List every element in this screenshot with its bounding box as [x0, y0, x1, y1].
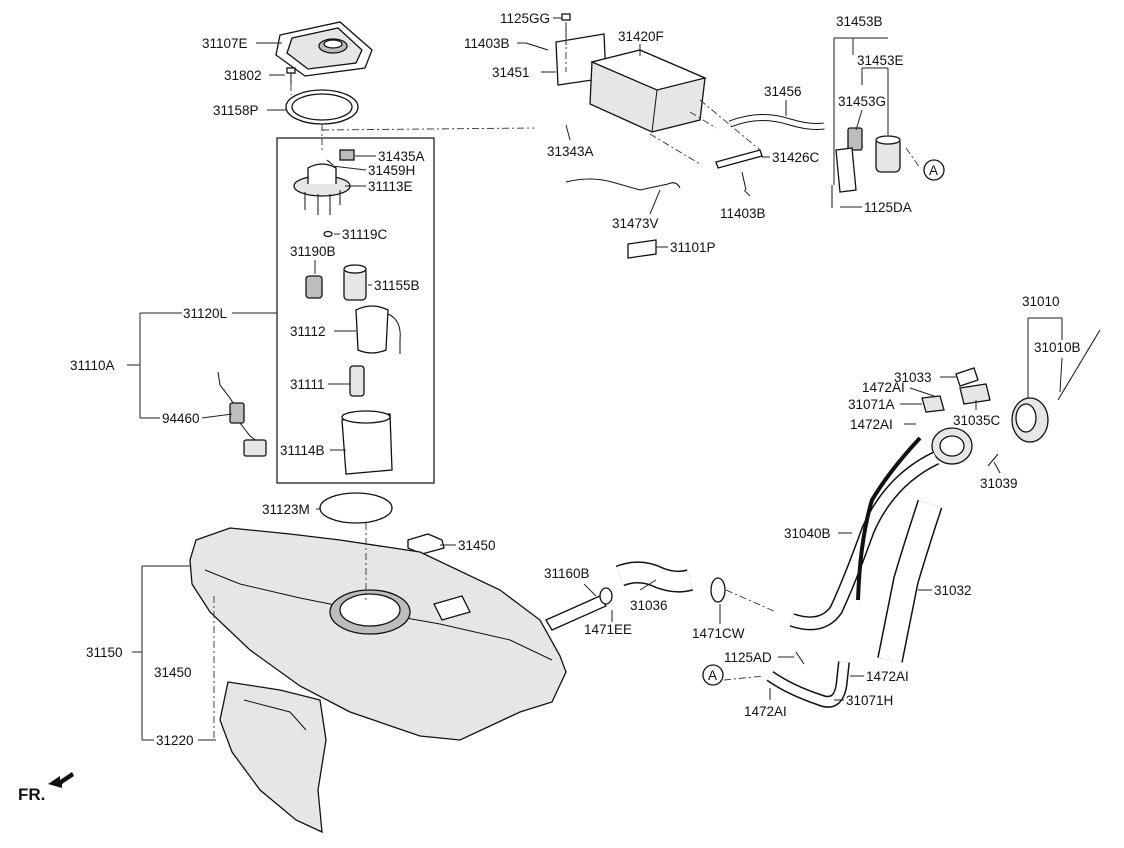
part-label-31453E: 31453E [857, 53, 904, 68]
ref-a-bottom-label: A [708, 668, 717, 683]
part-label-31453B: 31453B [836, 14, 883, 29]
ref-a-top-label: A [929, 163, 938, 178]
part-label-31160B: 31160B [544, 566, 590, 581]
part-label-31451: 31451 [492, 65, 530, 80]
reference-circle-bottom: A [702, 664, 724, 686]
canister-group [525, 13, 901, 259]
part-label-31110A: 31110A [70, 358, 115, 373]
part-label-31036: 31036 [630, 598, 668, 613]
fuel-pump-cover-group [275, 21, 373, 125]
part-label-11403B-top: 11403B [464, 36, 510, 51]
part-label-1471CW: 1471CW [692, 626, 745, 641]
fuel-pump-module-box [276, 137, 435, 484]
part-label-31802: 31802 [224, 68, 262, 83]
part-label-31112: 31112 [290, 324, 326, 339]
part-label-31158P: 31158P [213, 103, 259, 118]
part-label-31420F: 31420F [618, 29, 664, 44]
part-label-31150: 31150 [86, 645, 123, 660]
part-label-31032: 31032 [934, 583, 972, 598]
part-label-31101P: 31101P [670, 240, 716, 255]
part-label-31343A: 31343A [547, 144, 594, 159]
part-label-31190B: 31190B [290, 244, 336, 259]
part-label-31155B: 31155B [374, 278, 420, 293]
part-label-31450-top: 31450 [458, 538, 496, 553]
fuel-sender-group [217, 371, 267, 457]
part-label-31453G: 31453G [838, 94, 886, 109]
part-label-31473V: 31473V [612, 216, 659, 231]
part-label-1471EE: 1471EE [584, 622, 632, 637]
part-label-31119C: 31119C [342, 227, 388, 242]
part-labels: 31107E 31802 31158P 1125GG 11403B 31451 … [70, 11, 1081, 748]
part-label-31450-left: 31450 [154, 665, 192, 680]
part-label-31456: 31456 [764, 84, 802, 99]
part-label-31033: 31033 [894, 370, 932, 385]
part-label-31040B: 31040B [784, 526, 831, 541]
part-label-31071A: 31071A [848, 397, 895, 412]
part-label-1472AI-a: 1472AI [862, 380, 905, 395]
part-label-1472AI-c: 1472AI [866, 669, 909, 684]
filler-hose-group [545, 561, 726, 631]
reference-circle-top: A [923, 159, 945, 181]
part-label-1472AI-d: 1472AI [744, 704, 787, 719]
front-arrow-icon [48, 772, 74, 788]
part-label-31459H: 31459H [368, 163, 415, 178]
leader-lines [127, 17, 1063, 741]
part-label-31426C: 31426C [772, 150, 820, 165]
part-label-31010: 31010 [1022, 294, 1060, 309]
filler-neck-group [766, 329, 1101, 708]
part-label-31113E: 31113E [368, 179, 413, 194]
part-label-31111: 31111 [290, 377, 325, 392]
heat-shield [219, 681, 327, 834]
part-label-31123M: 31123M [262, 502, 310, 517]
front-indicator: FR. [18, 772, 74, 804]
part-label-1125DA: 1125DA [864, 200, 912, 215]
part-label-1472AI-b: 1472AI [850, 417, 893, 432]
part-label-94460: 94460 [162, 411, 200, 426]
part-label-31120L: 31120L [183, 306, 228, 321]
assembly-dashed-lines [213, 22, 921, 740]
part-label-31114B: 31114B [280, 443, 325, 458]
front-indicator-label: FR. [18, 785, 45, 804]
fuel-tank [189, 527, 567, 741]
tank-gasket-ring [319, 492, 393, 524]
part-label-1125AD: 1125AD [724, 650, 772, 665]
part-label-11403B-bottom: 11403B [720, 206, 766, 221]
part-label-31039: 31039 [980, 476, 1018, 491]
part-label-31107E: 31107E [202, 36, 248, 51]
part-label-31220: 31220 [156, 733, 194, 748]
part-label-31071H: 31071H [846, 693, 893, 708]
part-label-1125GG: 1125GG [500, 11, 550, 26]
part-label-31010B: 31010B [1034, 340, 1081, 355]
part-label-31435A: 31435A [378, 149, 425, 164]
tank-bracket [407, 533, 445, 555]
part-label-31035C: 31035C [953, 413, 1001, 428]
